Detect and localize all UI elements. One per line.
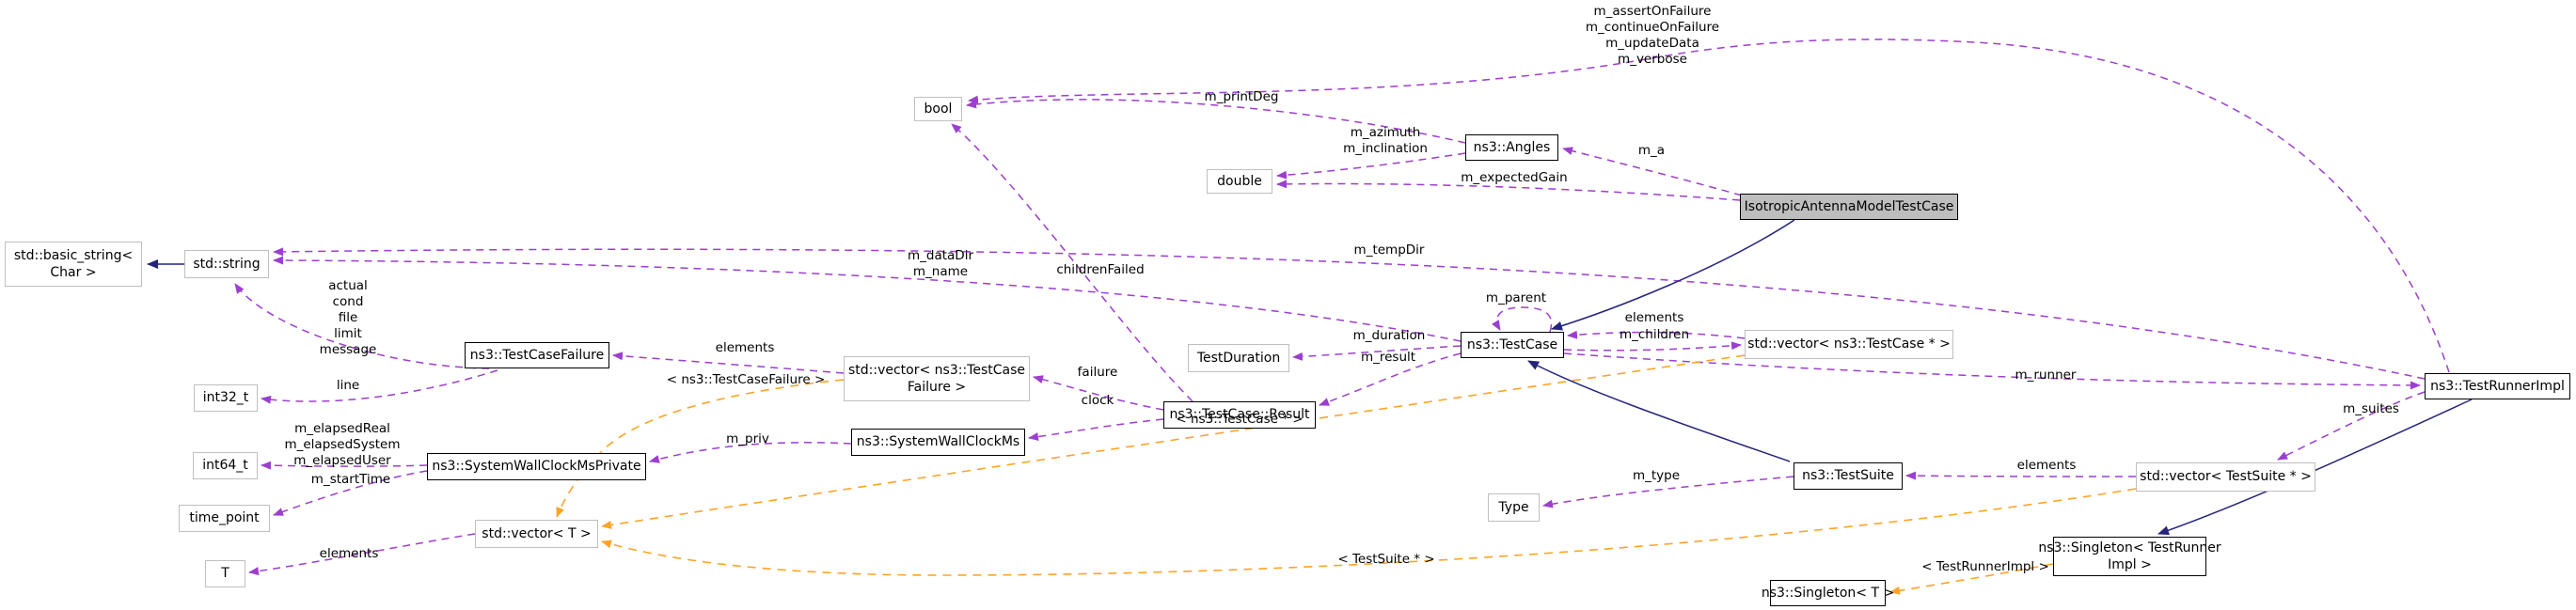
class-node-t[interactable]: T (205, 560, 245, 587)
edge-a (1562, 147, 1743, 196)
edge-label-a: m_a (1637, 143, 1666, 158)
edge-label-temp-dir: m_tempDir (1353, 242, 1425, 258)
edge-label-tmpl-test-case-ptr: < ns3::TestCase * > (1176, 412, 1304, 427)
edge-tmpl-test-suite-ptr (601, 488, 2137, 576)
edge-label-runner: m_runner (2015, 368, 2077, 383)
edge-azimuth-inclination (1276, 152, 1466, 180)
class-node-vector-t[interactable]: std::vector< T > (475, 520, 598, 548)
edge-elements-t (248, 533, 476, 576)
edge-label-parent: m_parent (1485, 290, 1547, 305)
edge-result (1319, 352, 1462, 406)
edge-parent-selfloop (1492, 306, 1553, 333)
edge-tmpl-test-case-ptr (601, 354, 1746, 529)
class-node-string[interactable]: std::string (184, 250, 269, 278)
edge-label-type: m_type (1632, 468, 1681, 483)
edge-type (1542, 476, 1794, 508)
class-node-test-runner-impl[interactable]: ns3::TestRunnerImpl (2425, 373, 2570, 399)
edge-label-children-failed: childrenFailed (1056, 262, 1145, 277)
edge-label-children: m_children (1619, 327, 1690, 342)
class-node-test-case[interactable]: ns3::TestCase (1461, 332, 1564, 358)
edge-line (261, 369, 498, 404)
edge-label-data-dir-name: m_dataDir m_name (907, 248, 974, 279)
edge-tmpl-test-runner-impl (1889, 563, 2054, 595)
edge-elements-test-case-failure (612, 352, 845, 374)
class-node-singleton-t[interactable]: ns3::Singleton< T > (1762, 580, 1894, 606)
class-node-time-point[interactable]: time_point (179, 505, 270, 532)
class-node-isotropic-antenna-model-test-case[interactable]: IsotropicAntennaModelTestCase (1740, 194, 1958, 220)
edge-label-failure-fields: actual cond file limit message (319, 278, 377, 357)
edge-children-failed (951, 123, 1193, 402)
edge-test-suite-test-case (1527, 360, 1791, 462)
edge-label-tmpl-test-suite-ptr: < TestSuite * > (1337, 552, 1435, 567)
edge-label-expected-gain: m_expectedGain (1461, 170, 1568, 185)
edge-label-failure: failure (1077, 365, 1118, 380)
class-node-test-duration[interactable]: TestDuration (1188, 344, 1289, 372)
edge-suites (2277, 391, 2426, 461)
edge-isotropic-test-case (1551, 219, 1795, 331)
edge-elements-test-suite (1905, 471, 2137, 480)
edge-label-elements-t: elements (319, 546, 379, 561)
edge-clock (1028, 418, 1164, 442)
edge-verbose-flags (968, 39, 2450, 373)
edge-label-suites: m_suites (2343, 401, 2399, 416)
edge-priv (649, 442, 852, 463)
edge-label-tmpl-test-runner-impl: < TestRunnerImpl > (1921, 559, 2049, 574)
edge-runner (1563, 352, 2421, 390)
class-node-basic-string[interactable]: std::basic_string< Char > (5, 242, 142, 287)
class-node-type[interactable]: Type (1488, 493, 1540, 522)
edge-label-verbose-flags: m_assertOnFailure m_continueOnFailure m_… (1585, 4, 1720, 67)
edge-print-deg (966, 99, 1466, 144)
edge-label-duration: m_duration (1352, 328, 1426, 343)
class-node-bool[interactable]: bool (914, 97, 962, 121)
class-node-vector-test-case-failure[interactable]: std::vector< ns3::TestCase Failure > (844, 356, 1030, 401)
edge-label-elements-test-case-failure: elements (715, 340, 775, 355)
class-node-angles[interactable]: ns3::Angles (1465, 134, 1558, 161)
edge-label-azimuth-inclination: m_azimuth m_inclination (1343, 125, 1428, 156)
edge-label-priv: m_priv (726, 431, 769, 446)
class-node-system-wall-clock-ms[interactable]: ns3::SystemWallClockMs (851, 429, 1025, 456)
class-node-int32-t[interactable]: int32_t (194, 384, 258, 412)
class-node-test-suite[interactable]: ns3::TestSuite (1794, 462, 1903, 490)
edge-start-time (273, 470, 428, 516)
edge-label-clock: clock (1081, 393, 1114, 408)
edge-label-elements-test-suite: elements (2016, 458, 2077, 473)
edge-label-elapsed: m_elapsedReal m_elapsedSystem m_elapsedU… (284, 421, 401, 468)
edge-failure-fields (234, 283, 490, 369)
edge-duration (1292, 345, 1462, 361)
edge-label-elements-test-case: elements (1624, 310, 1684, 325)
edge-label-tmpl-test-case-failure: < ns3::TestCaseFailure > (666, 372, 826, 387)
edge-expected-gain (1276, 180, 1741, 201)
class-node-test-case-result[interactable]: ns3::TestCase::Result (1163, 401, 1316, 429)
class-node-system-wall-clock-ms-private[interactable]: ns3::SystemWallClockMsPrivate (427, 453, 646, 480)
edge-label-line: line (336, 378, 360, 393)
edge-elapsed (261, 461, 428, 470)
edge-temp-dir (273, 247, 2426, 380)
class-node-vector-test-suite-ptr[interactable]: std::vector< TestSuite * > (2136, 462, 2315, 492)
class-node-vector-test-case-ptr[interactable]: std::vector< ns3::TestCase * > (1745, 330, 1953, 359)
class-node-double[interactable]: double (1207, 169, 1272, 194)
edge-failure (1033, 375, 1164, 411)
edge-data-dir-name (273, 256, 1462, 342)
class-node-int64-t[interactable]: int64_t (193, 452, 258, 479)
edge-children (1563, 341, 1742, 352)
edge-label-result: m_result (1360, 350, 1416, 365)
class-node-singleton-test-runner-impl[interactable]: ns3::Singleton< TestRunner Impl > (2038, 537, 2221, 576)
edge-label-print-deg: m_printDeg (1204, 89, 1279, 104)
edge-label-start-time: m_startTime (310, 472, 391, 487)
class-node-test-case-failure[interactable]: ns3::TestCaseFailure (465, 342, 609, 368)
edge-tmpl-test-case-failure (556, 379, 845, 518)
